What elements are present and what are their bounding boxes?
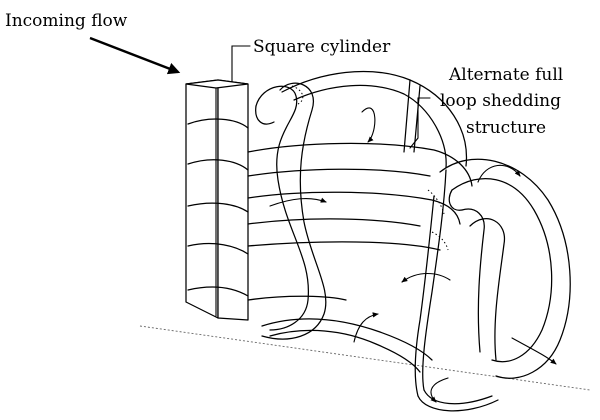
vortex-tube-far: [417, 158, 571, 412]
structure-label-line3: structure: [466, 118, 546, 138]
square-cylinder: [185, 79, 249, 321]
vortex-tube-main: [281, 70, 468, 397]
vortex-tube-bottom: [261, 318, 433, 373]
structure-leader: [409, 97, 431, 149]
square-cylinder-leader: [231, 45, 251, 87]
arrow-right-down-icon: [89, 36, 181, 75]
square-cylinder-label: Square cylinder: [253, 37, 391, 57]
incoming-flow-label: Incoming flow: [5, 11, 128, 31]
vortex-tube-near: [255, 82, 327, 340]
helical-filaments: [187, 118, 473, 301]
structure-label-line2: loop shedding: [440, 91, 561, 111]
curved-arrow-icon: [269, 107, 557, 403]
ground-line: [139, 325, 591, 391]
structure-label-line1: Alternate full: [448, 65, 563, 85]
